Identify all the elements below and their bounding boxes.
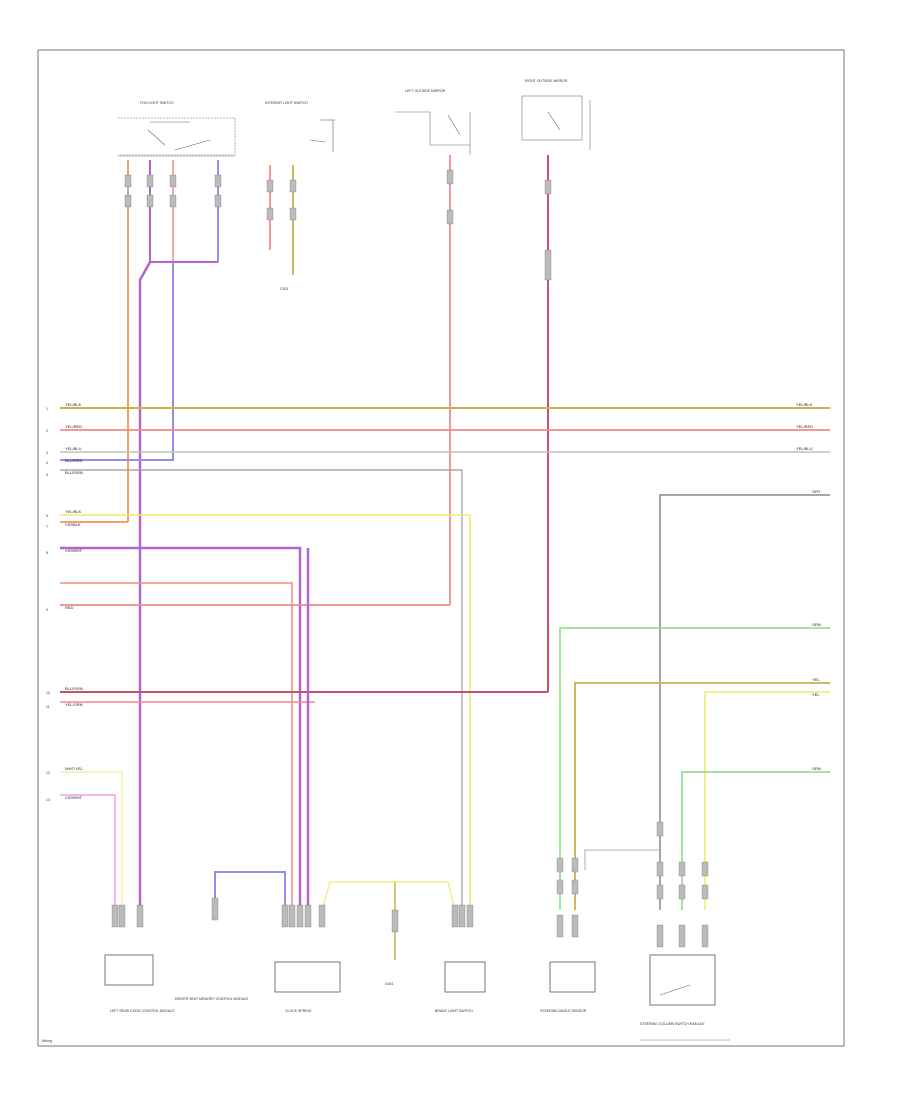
corner-label: Wiring [42,1039,52,1043]
left-label-3: BLU/RED [65,458,82,463]
left-pin-6: 7 [46,525,48,529]
label-fog-light-switch: FOG LIGHT SWITCH [140,101,174,105]
left-pin-12: 13 [46,798,50,802]
top-connectors: G301 [124,169,552,291]
left-label-7: VIO/WHT [65,548,83,553]
left-label-2: YEL/BLU [65,446,82,451]
right-label-1: YEL/RED [796,424,813,429]
left-pin-3: 4 [46,461,48,465]
label-driver-seat-memory-module: DRIVER SEAT MEMORY CONTROL MODULE [175,997,249,1001]
box-brake-light-switch [444,961,486,993]
label-g401: G401 [385,982,394,986]
top-component-interior-light-switch: INTERIOR LIGHT SWITCH [265,101,335,152]
right-wire-labels: YEL/BLK YEL/RED YEL/BLU GRY GRN YEL YEL … [796,402,821,771]
label-clock-spring: CLOCK SPRING [285,1009,312,1013]
left-wire-labels: YEL/BLK YEL/RED YEL/BLU BLU/RED BLU/GRN … [46,402,84,802]
diagram-frame [37,49,845,1047]
label-right-outside-mirror: RIGHT OUTSIDE MIRROR [525,79,568,83]
ground-label-g301: G301 [280,287,289,291]
left-label-6: VIO/BLK [65,522,81,527]
bottom-components: LEFT REAR DOOR CONTROL MODULE DRIVER SEA… [42,954,730,1043]
bottom-local-wires [214,548,456,960]
left-pin-2: 3 [46,451,48,455]
right-label-2: YEL/BLU [796,446,813,451]
left-pin-11: 12 [46,771,50,775]
right-side-wires [559,494,830,910]
bottom-connectors [111,821,709,948]
left-pin-1: 2 [46,429,48,433]
top-component-left-outside-mirror: LEFT OUTSIDE MIRROR [395,89,471,155]
right-label-7: GRN [812,766,821,771]
left-label-5: YEL/BLK [65,509,82,514]
left-label-10: YEL/GRN [65,702,83,707]
label-brake-light-switch: BRAKE LIGHT SWITCH [435,1009,473,1013]
top-component-fog-light-switch: FOG LIGHT SWITCH [118,101,236,157]
left-label-8: RED [65,605,74,610]
right-label-5: YEL [812,677,820,682]
left-pin-7: 8 [46,551,48,555]
left-label-9: BLU/GRN [65,686,83,691]
horizontal-bus-wires [60,407,830,910]
left-label-12: VIO/WHT [65,795,83,800]
box-steering-angle-sensor [549,961,596,993]
right-label-6: YEL [812,692,820,697]
right-label-0: YEL/BLK [796,402,813,407]
left-pin-0: 1 [46,407,48,411]
left-label-11: WHT/YEL [65,766,84,771]
left-pin-10: 11 [46,705,50,709]
left-label-4: BLU/GRN [65,470,83,475]
label-steering-angle-sensor: STEERING ANGLE SENSOR [540,1009,587,1013]
left-pin-5: 6 [46,514,48,518]
box-clock-spring [274,961,341,993]
left-pin-9: 10 [46,691,50,695]
right-label-4: GRN [812,622,821,627]
top-component-right-outside-mirror: RIGHT OUTSIDE MIRROR [521,79,591,150]
label-left-outside-mirror: LEFT OUTSIDE MIRROR [405,89,446,93]
top-vertical-wires [60,155,549,910]
label-left-rear-door-module: LEFT REAR DOOR CONTROL MODULE [110,1009,175,1013]
box-steering-column-switch-module [649,954,716,1006]
right-label-3: GRY [812,489,821,494]
left-label-1: YEL/RED [65,424,82,429]
box-left-rear-door-module [104,954,154,986]
left-label-0: YEL/BLK [65,402,82,407]
label-interior-light-switch: INTERIOR LIGHT SWITCH [265,101,308,105]
left-pin-8: 9 [46,608,48,612]
left-pin-4: 5 [46,473,48,477]
label-steering-column-switch-module: STEERING COLUMN SWITCH MODULE [640,1022,705,1026]
